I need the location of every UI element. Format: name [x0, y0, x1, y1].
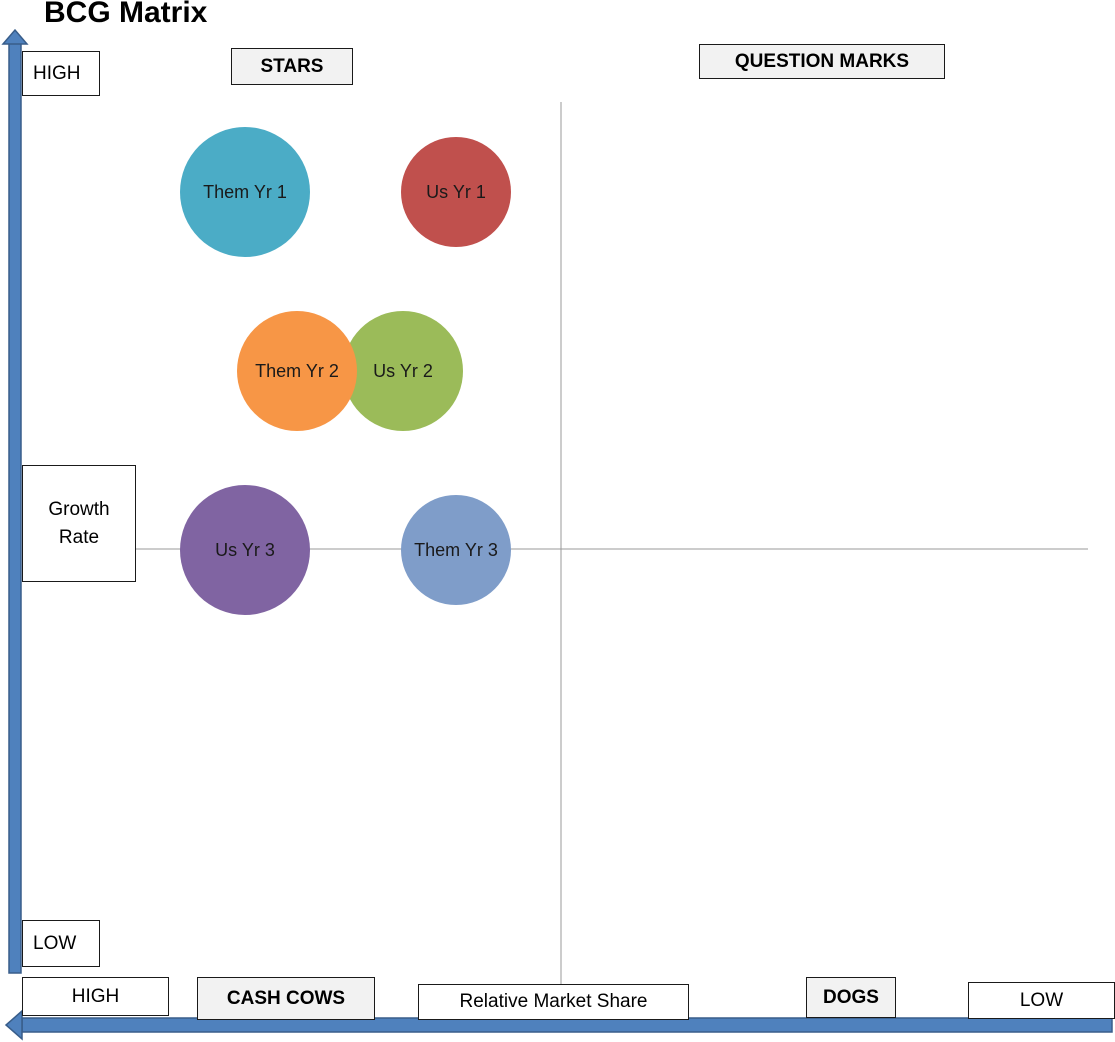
bubble-us-yr-2 — [343, 311, 463, 431]
y-axis-title: Growth Rate — [22, 465, 136, 582]
bubble-label-us-yr-3: Us Yr 3 — [215, 540, 275, 560]
quadrant-dogs-label: DOGS — [806, 977, 896, 1018]
bubble-them-yr-3 — [401, 495, 511, 605]
page-title: BCG Matrix — [44, 0, 208, 29]
bubble-label-us-yr-2: Us Yr 2 — [373, 361, 433, 381]
bubble-layer: Them Yr 1 Us Yr 1 Us Yr 2 Them Yr 2 Us Yr 3 T… — [180, 127, 511, 615]
bubble-them-yr-2 — [237, 311, 357, 431]
bubble-them-yr-1 — [180, 127, 310, 257]
x-axis-low-label: LOW — [968, 982, 1115, 1019]
quadrant-question-marks-label: QUESTION MARKS — [699, 44, 945, 79]
bubble-us-yr-1 — [401, 137, 511, 247]
y-axis-low-label: LOW — [22, 920, 100, 967]
bubble-us-yr-3 — [180, 485, 310, 615]
quadrant-cash-cows-label: CASH COWS — [197, 977, 375, 1020]
x-axis-high-label: HIGH — [22, 977, 169, 1016]
bubble-label-them-yr-1: Them Yr 1 — [203, 182, 287, 202]
bubble-label-us-yr-1: Us Yr 1 — [426, 182, 486, 202]
bubble-label-them-yr-2: Them Yr 2 — [255, 361, 339, 381]
y-axis-arrow — [1, 28, 29, 974]
bubble-label-them-yr-3: Them Yr 3 — [414, 540, 498, 560]
y-axis-title-line2: Rate — [58, 526, 100, 548]
quadrant-stars-label: STARS — [231, 48, 353, 85]
y-axis-high-label: HIGH — [22, 51, 100, 96]
y-axis-title-line1: Growth — [48, 498, 110, 520]
x-axis-title: Relative Market Share — [418, 984, 689, 1020]
